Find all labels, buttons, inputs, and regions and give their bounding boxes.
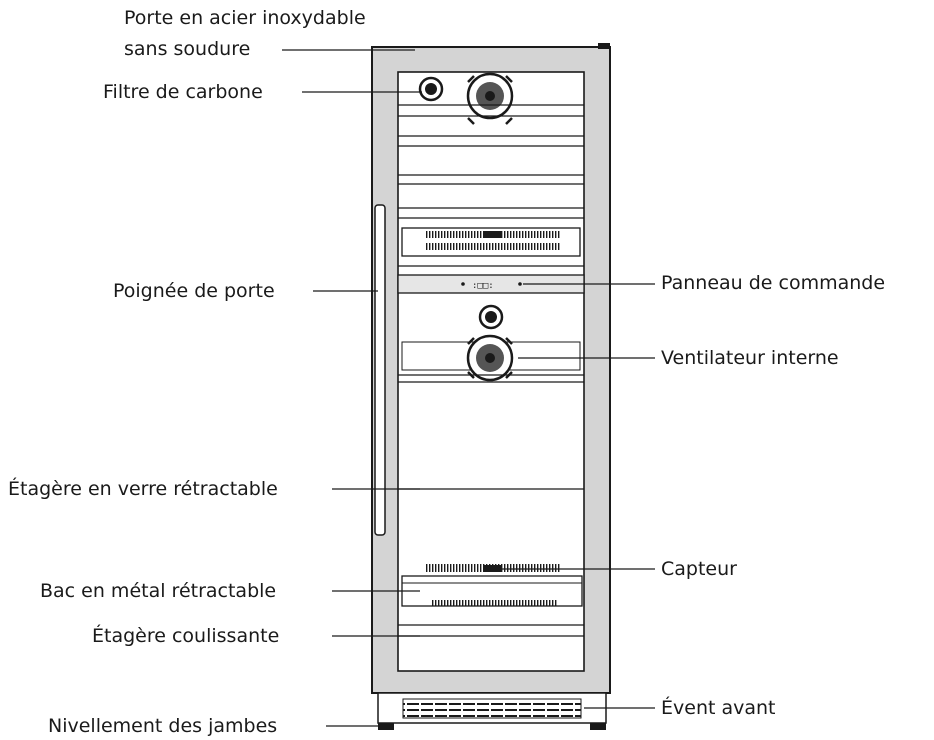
sliding-shelf <box>398 624 584 637</box>
leader-lines <box>282 49 655 727</box>
label-metal-tray: Bac en métal rétractable <box>40 580 277 602</box>
fan-icon <box>398 334 584 383</box>
label-internal-fan: Ventilateur interne <box>661 347 839 369</box>
top-hinge <box>598 43 610 49</box>
label-front-vent: Évent avant <box>661 697 776 719</box>
leveling-legs <box>378 723 606 730</box>
upper-shelves <box>398 104 584 219</box>
label-door-handle: Poignée de porte <box>113 280 275 302</box>
sensor-icon <box>425 564 560 572</box>
label-sensor: Capteur <box>661 558 737 580</box>
fan-icon <box>466 72 514 125</box>
label-leveling-legs: Nivellement des jambes <box>48 715 278 737</box>
label-glass-shelf: Étagère en verre rétractable <box>8 478 278 500</box>
metal-tray <box>401 575 583 607</box>
label-control-panel: Panneau de commande <box>661 272 886 294</box>
label-door-line1: Porte en acier inoxydable <box>124 7 366 29</box>
upper-vent <box>398 227 584 267</box>
label-door-line2: sans soudure <box>124 38 251 60</box>
svg-text::□□:: :□□: <box>472 281 494 291</box>
carbon-filter-icon <box>478 304 504 330</box>
label-carbon-filter: Filtre de carbone <box>103 81 263 103</box>
door-handle <box>374 204 386 536</box>
front-vent <box>377 692 607 724</box>
label-sliding-shelf: Étagère coulissante <box>92 625 280 647</box>
carbon-filter-icon <box>418 76 444 102</box>
